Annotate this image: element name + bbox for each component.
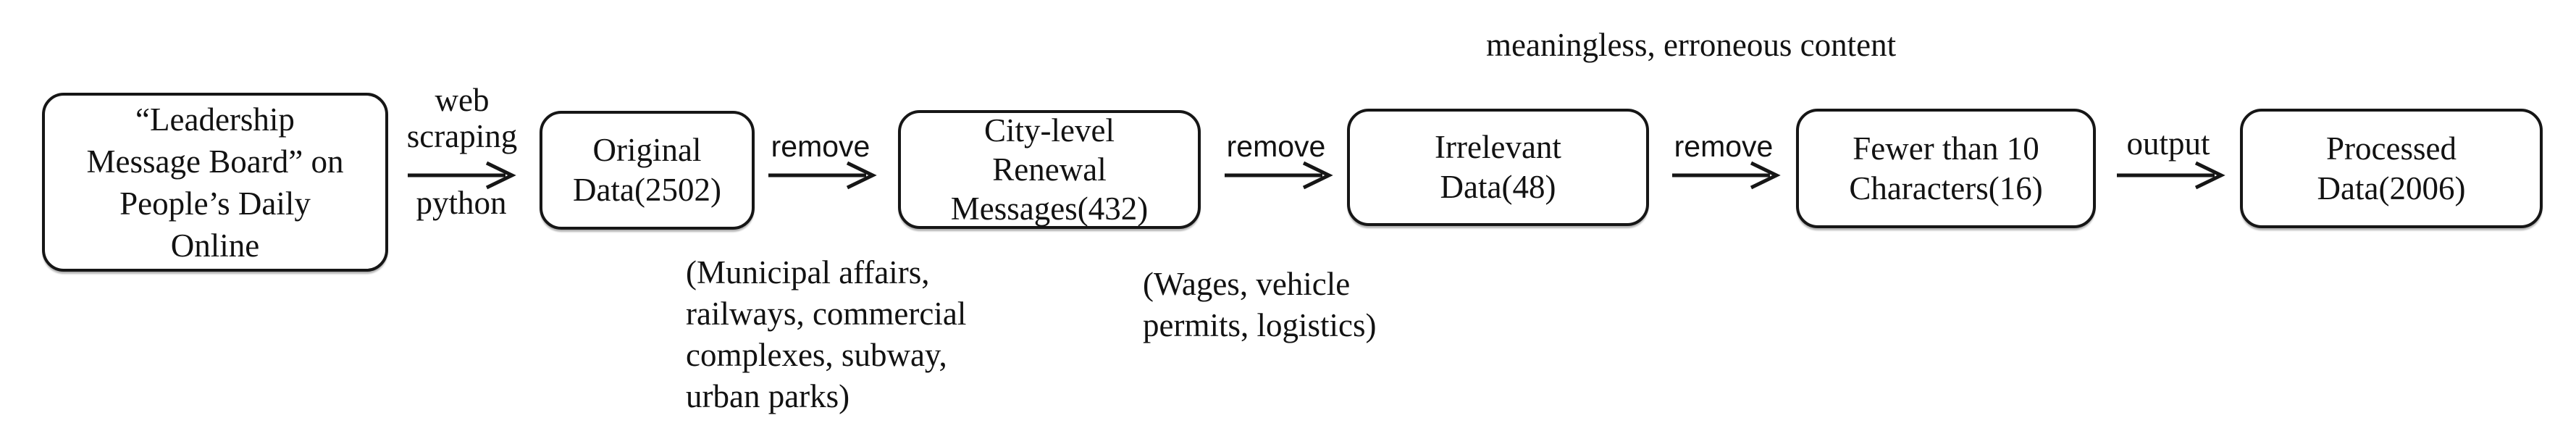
box-leadership-message-board-label: “Leadership Message Board” on People’s D… <box>86 101 344 264</box>
arrow-right-icon <box>408 161 516 190</box>
arrow1-label-scraping: scraping <box>406 118 518 154</box>
box-city-level-renewal-messages-label: City-level Renewal Messages(432) <box>950 112 1149 227</box>
arrow-right-icon <box>1225 161 1333 190</box>
arrow3-label-remove: remove <box>1226 130 1326 163</box>
annotation-municipal-affairs: (Municipal affairs, railways, commercial… <box>686 254 967 414</box>
box-fewer-than-10-characters: Fewer than 10 Characters(16) <box>1796 109 2096 228</box>
annotation-wages-vehicle: (Wages, vehicle permits, logistics) <box>1143 266 1377 343</box>
box-city-level-renewal-messages: City-level Renewal Messages(432) <box>898 110 1201 229</box>
arrow5-label-output: output <box>2126 125 2210 162</box>
top-annotation-meaningless-erroneous: meaningless, erroneous content <box>1486 27 1897 63</box>
box-processed-data: Processed Data(2006) <box>2240 109 2543 228</box>
arrow-right-icon <box>768 161 877 190</box>
arrow1-label-python: python <box>416 185 507 221</box>
arrow-right-icon <box>2117 161 2225 190</box>
arrow4-label-remove: remove <box>1674 130 1774 163</box>
box-original-data-label: Original Data(2502) <box>573 132 721 208</box>
box-fewer-than-10-characters-label: Fewer than 10 Characters(16) <box>1849 130 2043 206</box>
arrow1-label-web: web <box>435 82 490 118</box>
arrow-right-icon <box>1672 161 1781 190</box>
box-processed-data-label: Processed Data(2006) <box>2317 130 2466 206</box>
box-irrelevant-data: Irrelevant Data(48) <box>1347 109 1649 226</box>
box-irrelevant-data-label: Irrelevant Data(48) <box>1435 129 1561 205</box>
arrow2-label-remove: remove <box>771 130 870 163</box>
box-original-data: Original Data(2502) <box>540 111 755 230</box>
box-leadership-message-board: “Leadership Message Board” on People’s D… <box>42 93 388 272</box>
